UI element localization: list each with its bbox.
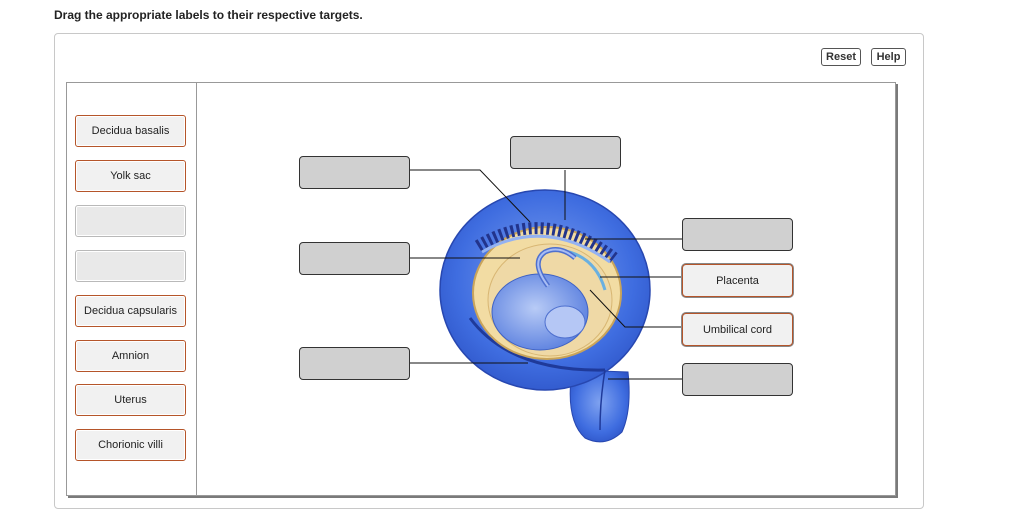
drop-target-top[interactable]	[510, 136, 621, 169]
drop-target-umbilical-cord[interactable]: Umbilical cord	[682, 313, 793, 346]
label-chip-chorionic-villi[interactable]: Chorionic villi	[75, 429, 186, 461]
label-chip-decidua-basalis[interactable]: Decidua basalis	[75, 115, 186, 147]
drop-target-left-1[interactable]	[299, 156, 410, 189]
drop-target-right-4[interactable]	[682, 363, 793, 396]
label-slot-empty	[75, 205, 186, 237]
help-button[interactable]: Help	[871, 48, 906, 66]
leader-lines	[410, 169, 682, 380]
label-slot-empty	[75, 250, 186, 282]
drop-target-left-2[interactable]	[299, 242, 410, 275]
drop-target-placenta[interactable]: Placenta	[682, 264, 793, 297]
label-chip-decidua-capsularis[interactable]: Decidua capsularis	[75, 295, 186, 327]
drop-target-left-3[interactable]	[299, 347, 410, 380]
drop-target-right-1[interactable]	[682, 218, 793, 251]
reset-button[interactable]: Reset	[821, 48, 861, 66]
instructions-text: Drag the appropriate labels to their res…	[54, 8, 363, 22]
chorionic-villi-shape	[474, 222, 618, 263]
label-chip-yolk-sac[interactable]: Yolk sac	[75, 160, 186, 192]
label-chip-amnion[interactable]: Amnion	[75, 340, 186, 372]
label-chip-uterus[interactable]: Uterus	[75, 384, 186, 416]
cervix-shape	[569, 369, 630, 443]
label-bank	[66, 82, 197, 496]
